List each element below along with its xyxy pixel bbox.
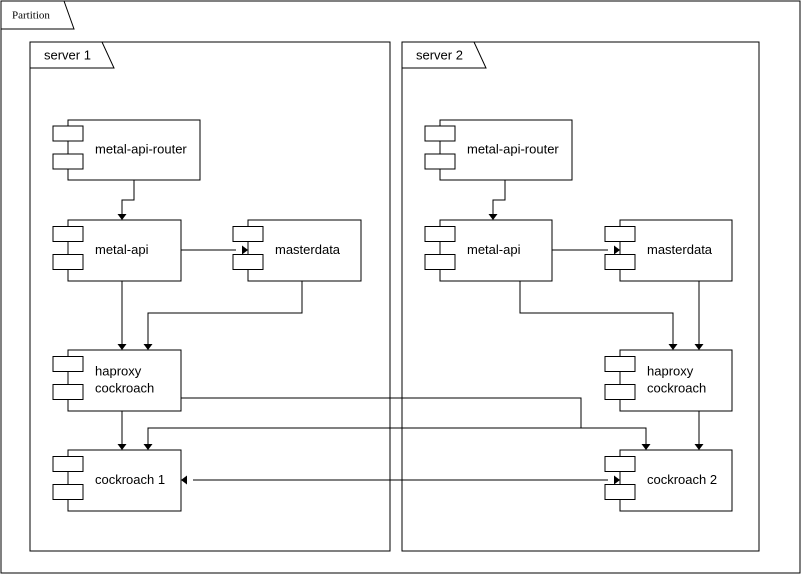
partition-label: Partition — [12, 10, 50, 22]
arrow-head — [488, 214, 498, 220]
component-port-tab-1 — [424, 226, 456, 242]
component-metal-api-2[interactable]: metal-api — [424, 219, 553, 282]
component-body — [439, 219, 553, 282]
connection-conn-haproxy2-to-cockroach1 — [143, 427, 620, 450]
component-port-tab-2 — [604, 254, 636, 270]
component-port-tab-1 — [52, 356, 84, 372]
component-label: metal-api-router — [95, 141, 187, 156]
arrow-head — [668, 344, 678, 350]
component-cockroach-1[interactable]: cockroach 1 — [52, 449, 182, 512]
connection-conn-haproxy1-to-cockroach2 — [181, 397, 651, 450]
component-port-tab-2 — [52, 384, 84, 400]
arrow-head — [614, 475, 620, 485]
arrow-head — [117, 444, 127, 450]
connector-line — [147, 281, 303, 344]
component-label: cockroach — [95, 380, 154, 395]
component-metal-api-router-2[interactable]: metal-api-router — [424, 119, 573, 181]
component-port-tab-2 — [232, 254, 264, 270]
connector-line — [181, 397, 647, 444]
connector-line — [519, 281, 674, 344]
connection-conn-cockroach1-cockroach2 — [181, 475, 620, 485]
component-port-tab-1 — [424, 125, 456, 142]
connection-conn-haproxy2-to-cockroach2 — [694, 411, 704, 450]
panel-label: server 1 — [44, 47, 91, 62]
component-port-tab-2 — [52, 254, 84, 270]
component-metal-api-1[interactable]: metal-api — [52, 219, 182, 282]
connector-line — [121, 180, 135, 214]
component-label: haproxy — [647, 363, 694, 378]
connection-conn-metalapi1-to-haproxy1 — [117, 281, 127, 350]
arrow-head — [143, 344, 153, 350]
component-body — [67, 119, 201, 181]
connection-conn-masterdata2-to-haproxy2 — [694, 281, 704, 350]
panel-tab — [29, 41, 115, 69]
connector-line — [492, 180, 506, 214]
component-metal-api-router-1[interactable]: metal-api-router — [52, 119, 201, 181]
component-port-tab-1 — [52, 226, 84, 242]
arrow-head — [694, 444, 704, 450]
component-port-tab-2 — [52, 484, 84, 500]
connection-conn-router2-to-metalapi2 — [488, 180, 506, 220]
component-body — [619, 449, 733, 512]
connection-conn-metalapi2-to-masterdata2 — [552, 245, 620, 255]
component-port-tab-1 — [604, 356, 636, 372]
component-label: cockroach 2 — [647, 472, 717, 487]
connection-conn-haproxy1-to-cockroach1 — [117, 411, 127, 450]
component-label: metal-api-router — [467, 141, 559, 156]
component-body — [619, 219, 733, 282]
component-port-tab-1 — [52, 125, 84, 142]
connection-conn-masterdata1-to-haproxy1 — [143, 281, 303, 350]
component-haproxy-cockroach-1[interactable]: haproxy cockroach — [52, 349, 182, 412]
component-masterdata-1[interactable]: masterdata — [232, 219, 362, 282]
component-port-tab-2 — [424, 254, 456, 270]
component-label: metal-api — [467, 242, 521, 257]
arrow-head — [143, 444, 153, 450]
component-masterdata-2[interactable]: masterdata — [604, 219, 733, 282]
arrow-head-reverse — [181, 475, 187, 485]
arrow-head — [641, 444, 651, 450]
component-label: metal-api — [95, 242, 149, 257]
component-body — [619, 349, 733, 412]
component-label: haproxy — [95, 363, 142, 378]
connections — [117, 180, 704, 485]
panel-label: server 2 — [416, 47, 463, 62]
component-body — [247, 219, 362, 282]
connection-conn-router1-to-metalapi1 — [117, 180, 135, 220]
component-port-tab-1 — [52, 456, 84, 472]
component-haproxy-cockroach-2[interactable]: haproxy cockroach — [604, 349, 733, 412]
connector-line — [147, 427, 620, 444]
component-port-tab-2 — [424, 153, 456, 170]
component-port-tab-2 — [52, 153, 84, 170]
arrow-head — [242, 245, 248, 255]
component-port-tab-1 — [232, 226, 264, 242]
component-body — [439, 119, 573, 181]
component-port-tab-2 — [604, 484, 636, 500]
arrow-head — [117, 344, 127, 350]
arrow-head — [117, 214, 127, 220]
panel-tab — [401, 41, 487, 69]
component-label: cockroach — [647, 380, 706, 395]
component-label: masterdata — [275, 242, 341, 257]
component-label: cockroach 1 — [95, 472, 165, 487]
partition-tab — [0, 0, 75, 30]
component-label: masterdata — [647, 242, 713, 257]
component-body — [67, 219, 182, 282]
component-body — [67, 449, 182, 512]
arrow-head — [694, 344, 704, 350]
component-port-tab-2 — [604, 384, 636, 400]
components: metal-api-router metal-api masterdata hapro… — [52, 119, 733, 512]
component-port-tab-1 — [604, 226, 636, 242]
component-port-tab-1 — [604, 456, 636, 472]
component-body — [67, 349, 182, 412]
connection-conn-metalapi2-to-haproxy2 — [519, 281, 678, 350]
connection-conn-metalapi1-to-masterdata1 — [181, 245, 248, 255]
component-cockroach-2[interactable]: cockroach 2 — [604, 449, 733, 512]
arrow-head — [614, 245, 620, 255]
